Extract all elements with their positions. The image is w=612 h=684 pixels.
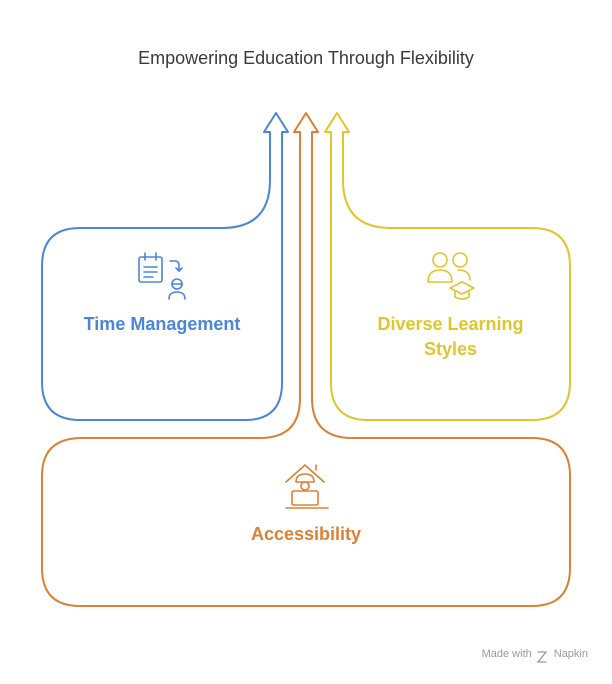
time-management-label: Time Management [83, 314, 241, 334]
footer-credit: Made with Napkin [482, 648, 588, 660]
users-graduation-cap-icon [427, 252, 475, 300]
diverse-learning-label: Diverse Learning Styles [331, 312, 570, 362]
diverse-learning-shape [324, 112, 571, 421]
napkin-logo-icon [536, 651, 548, 663]
page-title: Empowering Education Through Flexibility [138, 48, 474, 68]
calendar-clock-person-icon [138, 252, 186, 300]
accessibility-label: Accessibility [250, 524, 362, 544]
accessibility-shape [41, 112, 571, 607]
footer-brand: Napkin [553, 648, 588, 660]
diverse-learning-label-line2: Styles [423, 339, 478, 359]
footer-made-with: Made with [481, 648, 532, 660]
diverse-learning-label-line1: Diverse Learning [377, 314, 524, 334]
time-management-shape [41, 112, 289, 421]
house-laptop-icon [285, 464, 329, 509]
